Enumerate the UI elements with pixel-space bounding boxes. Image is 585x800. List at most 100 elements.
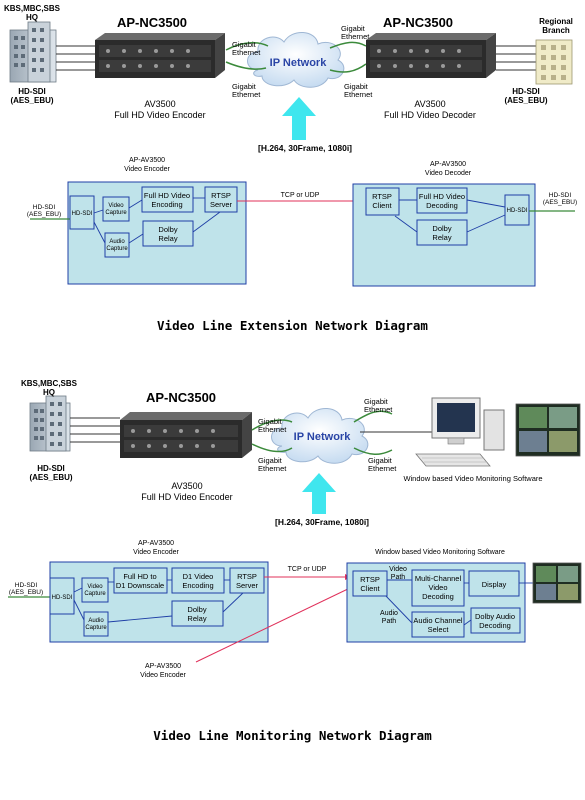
monitor-screenshot-icon — [515, 403, 581, 457]
video-capture-b-label-2: Capture — [84, 591, 106, 597]
video-capture-label: Video — [108, 203, 124, 209]
display-box: Display — [468, 570, 520, 597]
d1-enc-label-2: Encoding — [182, 581, 213, 590]
mc-dec-label: Multi-Channel — [415, 574, 462, 583]
gigabit-3a: Gigabit — [341, 24, 366, 33]
fullhd-enc-label: Full HD Video — [144, 191, 190, 200]
hdsdi-in-b-box: HD-SDI — [49, 577, 75, 615]
branch-label: Regional — [539, 17, 573, 26]
multichannel-decoding-box: Multi-Channel Video Decoding — [411, 569, 465, 607]
display-screenshot-icon — [532, 562, 582, 604]
gigabit-b-1b: Ethernet — [258, 425, 287, 434]
hq-label-b-2: HQ — [43, 388, 55, 397]
cloud-label-b: IP Network — [294, 431, 352, 443]
rtsp-client-box: RTSP Client — [365, 187, 400, 216]
hdsdi-out-box: HD-SDI — [504, 194, 530, 226]
hq-signal-b-2: (AES_EBU) — [29, 473, 72, 482]
dolby-relay-label: Dolby — [158, 225, 177, 234]
video-capture-b-box: Video Capture — [81, 577, 109, 603]
gigabit-b-3b: Ethernet — [364, 405, 393, 414]
rtsp-client-b-label-2: Client — [360, 584, 380, 593]
audio-capture-b-box: Audio Capture — [83, 611, 109, 637]
dolby-relay-label-2: Relay — [158, 234, 177, 243]
mc-dec-label-3: Decoding — [422, 592, 454, 601]
extra-encoder-label: AP-AV3500 — [145, 663, 181, 670]
encoder-device-icon — [95, 33, 225, 78]
encoder-device-b-icon — [120, 412, 252, 458]
video-capture-label-2: Capture — [105, 210, 127, 216]
hq-signal-b: HD-SDI — [37, 464, 65, 473]
encoder-desc: Full HD Video Encoder — [114, 110, 205, 120]
encoder-name-b: AV3500 — [171, 481, 202, 491]
enc-block-title: AP-AV3500 — [129, 157, 165, 164]
in-signal-b-2: (AES_EBU) — [9, 589, 43, 596]
gigabit-b-1a: Gigabit — [258, 417, 283, 426]
decoder-device-icon — [366, 33, 496, 78]
audio-channel-select-box: Audio Channel Select — [411, 611, 465, 638]
audio-sel-label: Audio Channel — [413, 616, 463, 625]
hq-signal: HD-SDI — [18, 87, 46, 96]
in-signal-b: HD-SDI — [15, 582, 38, 589]
fullhd-decoding-box: Full HD Video Decoding — [416, 187, 468, 214]
dolby-audio-label-2: Decoding — [479, 621, 511, 630]
cloud-label: IP Network — [270, 57, 328, 69]
audio-capture-box: Audio Capture — [104, 232, 130, 258]
audio-capture-b-label-2: Capture — [85, 625, 107, 631]
dolby-dec-label: Dolby — [432, 224, 451, 233]
branch-label-2: Branch — [542, 26, 570, 35]
dolby-dec-label-2: Relay — [432, 233, 451, 242]
in-signal: HD-SDI — [33, 204, 56, 211]
downscale-box: Full HD to D1 Downscale — [113, 567, 168, 594]
video-capture-box: Video Capture — [102, 196, 130, 222]
in-signal-2: (AES_EBU) — [27, 211, 61, 218]
rtsp-client-b-box: RTSP Client — [352, 570, 388, 597]
gigabit-b-2a: Gigabit — [258, 456, 283, 465]
video-capture-b-label: Video — [87, 584, 103, 590]
fullhd-enc-label-2: Encoding — [151, 200, 182, 209]
branch-signal: HD-SDI — [512, 87, 540, 96]
gigabit-2b: Ethernet — [232, 90, 261, 99]
decoder-desc: Full HD Video Decoder — [384, 110, 476, 120]
display-label: Display — [482, 580, 507, 589]
gigabit-1a: Gigabit — [232, 40, 257, 49]
tcp-udp-label: TCP or UDP — [281, 192, 320, 199]
rtsp-server-box: RTSP Server — [204, 186, 238, 213]
rtsp-client-b-label: RTSP — [360, 575, 380, 584]
stream-arrow-icon — [282, 97, 316, 140]
hq-label-b: KBS,MBC,SBS — [21, 379, 78, 388]
fullhd-dec-label: Full HD Video — [419, 192, 465, 201]
gigabit-4a: Gigabit — [344, 82, 369, 91]
gigabit-b-3a: Gigabit — [364, 397, 389, 406]
rtsp-server-b-box: RTSP Server — [229, 567, 265, 594]
branch-building-icon — [535, 39, 573, 85]
enc-block-title-2: Video Encoder — [124, 166, 170, 173]
dec-block-title: AP-AV3500 — [430, 161, 466, 168]
diagram-extension: KBS,MBC,SBS HQ HD-SDI (AES_EBU) AP-NC350… — [4, 4, 577, 287]
enc-block-b-title: AP-AV3500 — [138, 540, 174, 547]
dolby-audio-label: Dolby Audio — [475, 612, 515, 621]
stream-arrow-b-icon — [302, 473, 336, 514]
hq-building-icon — [9, 21, 57, 83]
fullhd-encoding-box: Full HD Video Encoding — [141, 186, 194, 213]
stream-spec-b: [H.264, 30Frame, 1080i] — [275, 517, 369, 527]
audio-capture-b-label: Audio — [88, 618, 104, 624]
rtsp-server-b-label-2: Server — [236, 581, 259, 590]
sw-block-title: Window based Video Monitoring Software — [375, 549, 505, 556]
dolby-relay-b-label: Dolby — [187, 605, 206, 614]
rtsp-server-b-label: RTSP — [237, 572, 257, 581]
encoder-desc-b: Full HD Video Encoder — [141, 492, 232, 502]
video-path-label-2: Path — [391, 574, 406, 581]
hq-label-2: HQ — [26, 13, 38, 22]
gigabit-3b: Ethernet — [341, 32, 370, 41]
downscale-label-2: D1 Downscale — [116, 581, 164, 590]
diagram-monitoring: KBS,MBC,SBS HQ HD-SDI (AES_EBU) AP-NC350… — [8, 379, 582, 679]
downscale-label: Full HD to — [123, 572, 156, 581]
dolby-relay-b-box: Dolby Relay — [171, 600, 224, 627]
branch-signal-2: (AES_EBU) — [504, 96, 547, 105]
audio-capture-label: Audio — [109, 239, 125, 245]
gigabit-4b: Ethernet — [344, 90, 373, 99]
ip-network-cloud-b-icon — [271, 408, 369, 464]
rtsp-server-label: RTSP — [211, 191, 231, 200]
hq-label: KBS,MBC,SBS — [4, 4, 61, 13]
rtsp-server-label-2: Server — [210, 200, 233, 209]
